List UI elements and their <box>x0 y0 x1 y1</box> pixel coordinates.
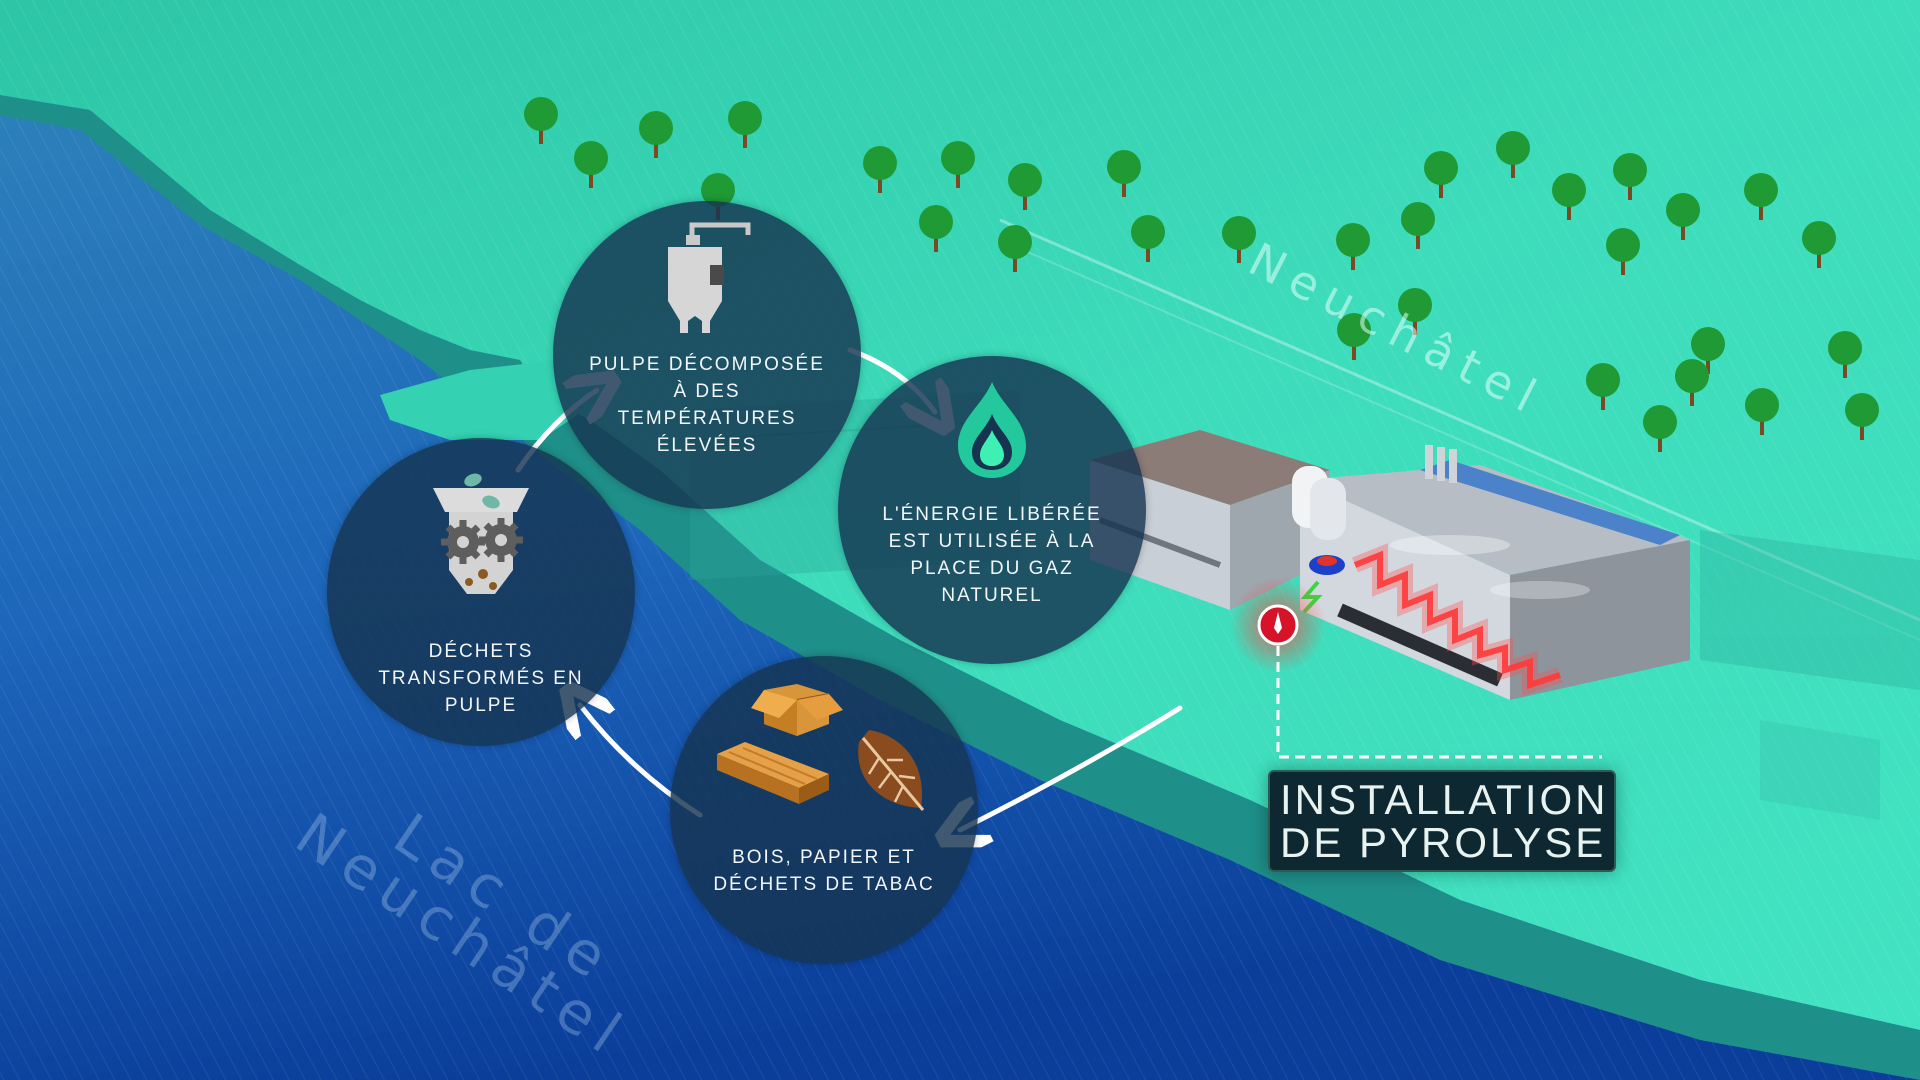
tree-trunk <box>743 130 747 148</box>
tree-trunk <box>539 126 543 144</box>
tree-crown <box>574 141 608 175</box>
tree-crown <box>701 173 735 207</box>
peninsula <box>380 360 600 440</box>
hopper-gears-icon <box>433 473 529 594</box>
tree-crown <box>863 146 897 180</box>
tree-trunk <box>1352 342 1356 360</box>
tree-crown <box>1613 153 1647 187</box>
tree-trunk <box>1146 244 1150 262</box>
tree-trunk <box>1690 388 1694 406</box>
tree-trunk <box>878 175 882 193</box>
tree-trunk <box>1817 250 1821 268</box>
reactor-tank-icon <box>668 222 751 333</box>
tree-crown <box>1336 223 1370 257</box>
tree-crown <box>1337 313 1371 347</box>
pyrolysis-location-marker <box>1230 577 1602 759</box>
step-text: L'énergie libérée est utilisée à la plac… <box>882 504 1102 606</box>
tree-crown <box>1398 288 1432 322</box>
cycle-step-energie: L'énergie libérée est utilisée à la plac… <box>838 356 1146 664</box>
tree-crown <box>1666 193 1700 227</box>
tree-trunk <box>1658 434 1662 452</box>
tree-trunk <box>1843 360 1847 378</box>
tree-trunk <box>589 170 593 188</box>
trees <box>524 97 1879 452</box>
pyrolysis-callout: INSTALLATION DE PYROLYSE <box>1268 770 1616 872</box>
tree-crown <box>1606 228 1640 262</box>
tree-trunk <box>1567 202 1571 220</box>
tree-trunk <box>654 140 658 158</box>
tree-crown <box>1691 327 1725 361</box>
tree-crown <box>1643 405 1677 439</box>
tree-crown <box>1828 331 1862 365</box>
tree-crown <box>1008 163 1042 197</box>
tree-crown <box>1675 359 1709 393</box>
callout-line2: DE PYROLYSE <box>1280 819 1607 866</box>
step-text: Pulpe décomposée à des températures élev… <box>589 354 825 456</box>
tree-crown <box>1131 215 1165 249</box>
tree-crown <box>1222 216 1256 250</box>
tree-trunk <box>1760 417 1764 435</box>
tree-trunk <box>1023 192 1027 210</box>
tree-trunk <box>1621 257 1625 275</box>
background-building-right <box>1700 530 1920 820</box>
tree-crown <box>1401 202 1435 236</box>
cycle-step-bois-papier: Bois, papier et déchets de tabac <box>670 656 978 964</box>
tree-trunk <box>1413 317 1417 335</box>
tree-trunk <box>1601 392 1605 410</box>
road <box>999 218 1920 622</box>
box-wood-leaf-icon <box>717 684 925 811</box>
tree-trunk <box>1628 182 1632 200</box>
tree-trunk <box>1351 252 1355 270</box>
tree-trunk <box>956 170 960 188</box>
step-text: Bois, papier et déchets de tabac <box>713 847 935 895</box>
tree-crown <box>1586 363 1620 397</box>
tree-crown <box>998 225 1032 259</box>
arrow-to-bois-papier <box>960 705 1183 830</box>
tree-crown <box>728 101 762 135</box>
tree-trunk <box>1706 356 1710 374</box>
tree-trunk <box>1759 202 1763 220</box>
tree-trunk <box>1681 222 1685 240</box>
tree-crown <box>1802 221 1836 255</box>
tree-crown <box>1496 131 1530 165</box>
tree-crown <box>919 205 953 239</box>
tree-crown <box>1424 151 1458 185</box>
tree-trunk <box>1860 422 1864 440</box>
tree-crown <box>1552 173 1586 207</box>
flame-icon <box>958 382 1026 478</box>
tree-trunk <box>1237 245 1241 263</box>
tree-crown <box>1845 393 1879 427</box>
tree-crown <box>1745 388 1779 422</box>
tree-trunk <box>934 234 938 252</box>
tree-trunk <box>1013 254 1017 272</box>
tree-crown <box>941 141 975 175</box>
cycle-step-pulpe-decomposee: Pulpe décomposée à des températures élev… <box>553 201 861 509</box>
tree-crown <box>1744 173 1778 207</box>
tree-trunk <box>1416 231 1420 249</box>
tree-trunk <box>1122 179 1126 197</box>
step-text: Déchets transformés en pulpe <box>378 641 584 716</box>
tree-trunk <box>1511 160 1515 178</box>
callout-line1: INSTALLATION <box>1280 776 1609 823</box>
cycle-step-dechets-pulpe: Déchets transformés en pulpe <box>327 438 635 746</box>
tree-trunk <box>1439 180 1443 198</box>
tree-crown <box>639 111 673 145</box>
tree-crown <box>524 97 558 131</box>
tree-crown <box>1107 150 1141 184</box>
